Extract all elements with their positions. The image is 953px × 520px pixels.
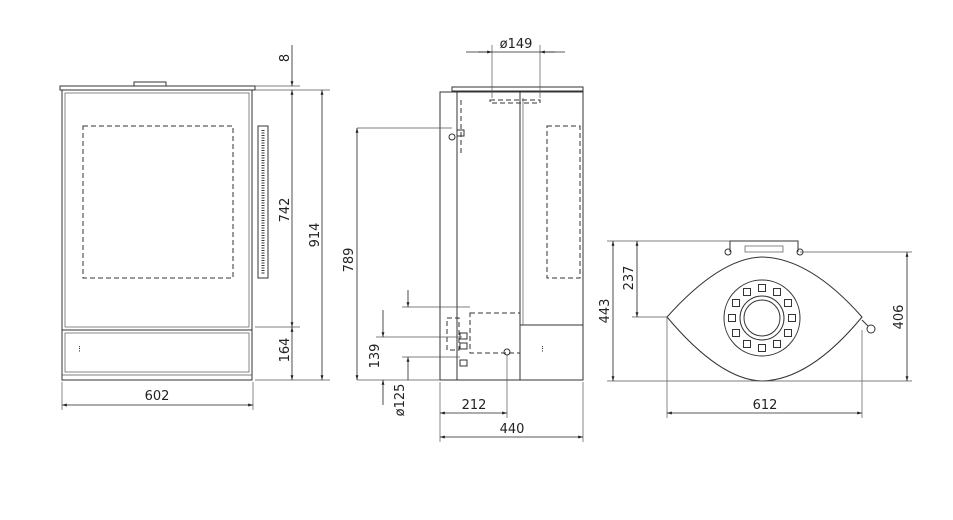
vent-square [783, 329, 792, 337]
dim-door-height: 742 [278, 198, 293, 223]
svg-text:⁝: ⁝ [78, 345, 81, 355]
dim-body-depth: 406 [892, 305, 907, 330]
dim-air-inlet-diameter: ø125 [393, 384, 408, 417]
vent-square [788, 314, 796, 322]
dim-width: 602 [145, 389, 170, 404]
vent-square [728, 314, 736, 322]
dim-air-inlet-height: 139 [368, 344, 383, 369]
dim-total-height: 914 [308, 223, 323, 248]
vent-square [743, 288, 751, 297]
dim-air-inlet-offset: 212 [462, 398, 487, 413]
vent-square [732, 299, 741, 307]
viewing-window-outline [82, 125, 234, 279]
top-view: 443 237 406 612 [598, 240, 912, 418]
dim-depth: 440 [500, 422, 525, 437]
vent-square [758, 344, 766, 352]
dim-rear-outlet-height: 789 [342, 248, 357, 273]
front-view: ⁝ 8 742 914 164 602 [59, 45, 330, 410]
vent-square [783, 299, 792, 307]
door-handle [257, 125, 269, 279]
dim-flue-center: 237 [622, 266, 637, 291]
vent-square [773, 339, 781, 348]
vent-square [743, 339, 751, 348]
dim-flue-diameter: ø149 [500, 37, 533, 52]
dim-total-depth: 443 [598, 299, 613, 324]
dim-top-gap: 8 [278, 54, 293, 62]
vent-square [773, 288, 781, 297]
side-view: ⁝ ø149 789 139 ø125 212 440 [342, 37, 584, 442]
dim-width: 612 [753, 398, 778, 413]
vent-square [732, 329, 741, 337]
svg-text:⁝: ⁝ [541, 345, 544, 355]
dim-base-height: 164 [278, 338, 293, 363]
vent-square [758, 284, 766, 292]
